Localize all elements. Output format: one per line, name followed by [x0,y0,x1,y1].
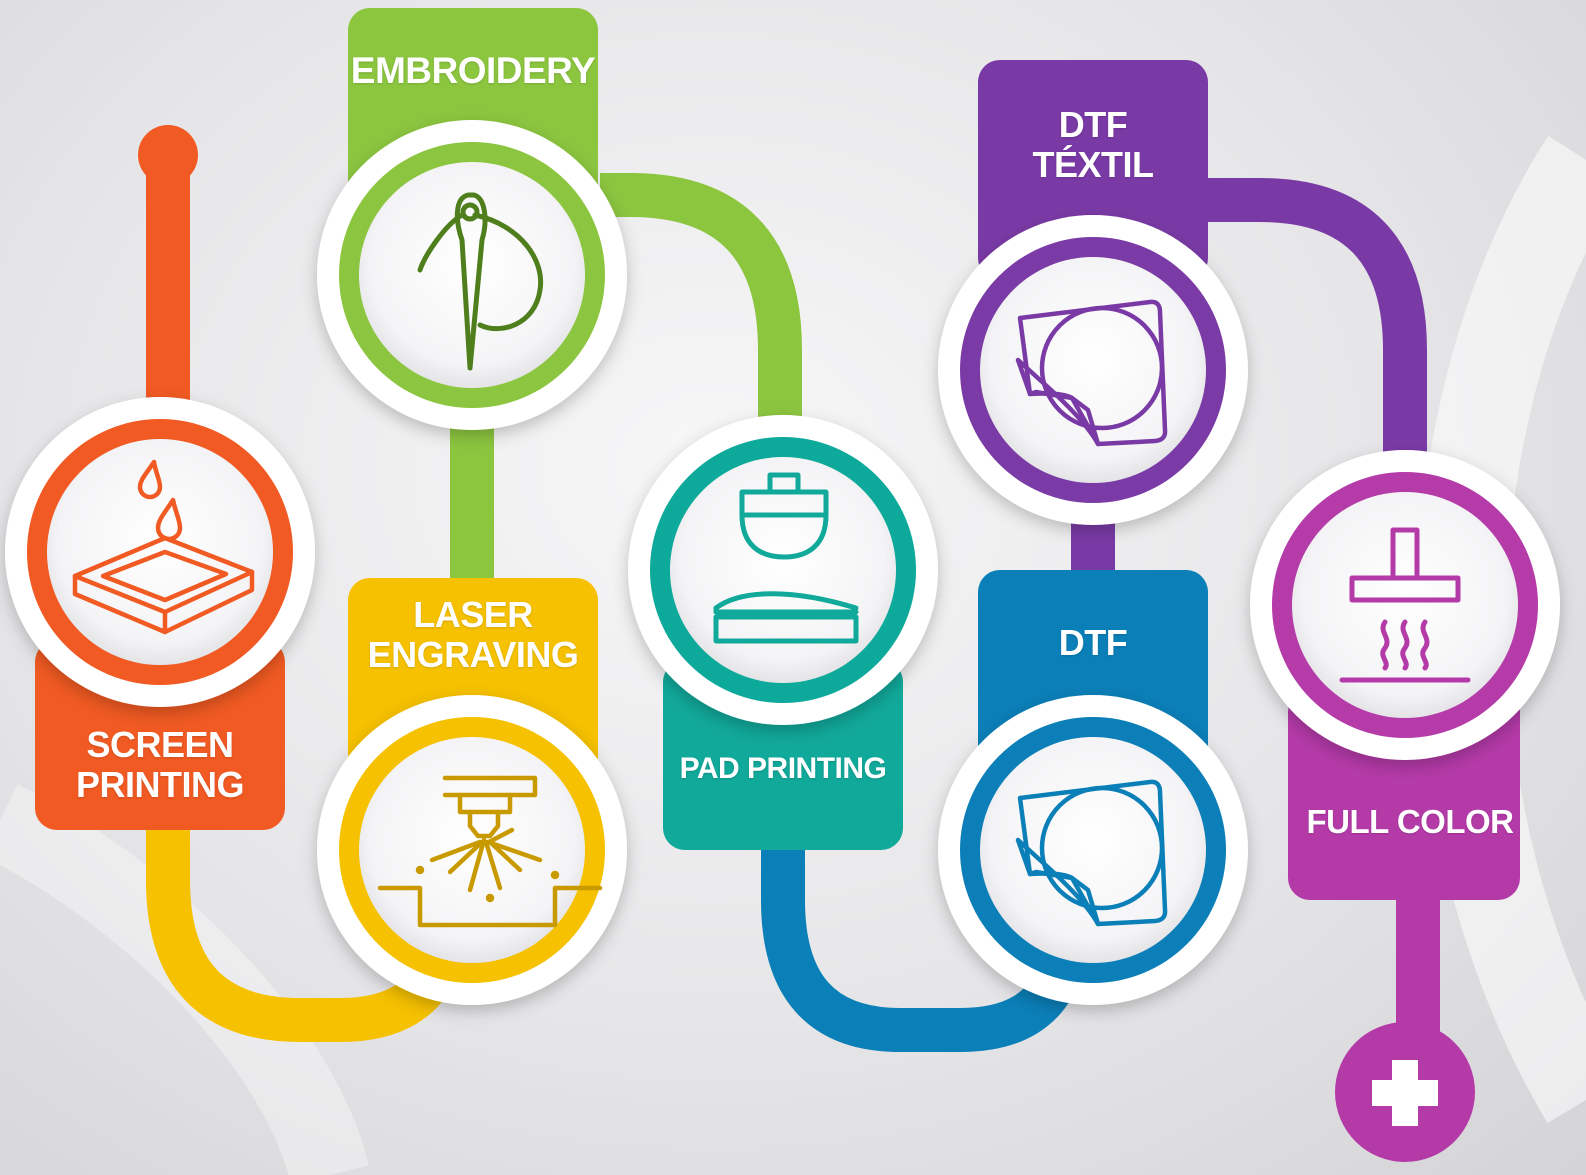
label-dtf: DTF [978,622,1208,663]
tab-dtf-textil [978,60,1208,280]
node-dtf-textil [938,215,1248,525]
needle-thread-icon [417,192,544,371]
connector-tracks [146,165,1440,1060]
laser-engraving-icon [377,775,603,928]
transfer-sticker-icon [1015,299,1168,447]
label-line: ENGRAVING [367,634,579,676]
pad-printing-icon [713,472,859,644]
label-line: EMBROIDERY [350,50,596,91]
label-dtf-textil: DTF TÉXTIL [978,104,1208,186]
label-pad-printing: PAD PRINTING [663,752,903,786]
end-marker [1335,1022,1475,1162]
plus-icon [1372,1060,1438,1126]
node-embroidery [317,120,627,430]
node-pad-printing [628,415,938,725]
label-full-color: FULL COLOR [1288,803,1532,841]
track-embroidery-to-pad [600,173,802,430]
label-line: LASER [413,594,533,635]
label-embroidery: EMBROIDERY [348,50,598,91]
label-line: SCREEN [86,724,234,765]
transfer-sticker-icon [1015,779,1168,927]
label-line: DTF [1058,622,1128,663]
label-line: FULL COLOR [1306,803,1514,840]
label-line: TÉXTIL [1032,144,1155,186]
track-pad-to-dtf [761,850,1081,1052]
node-dtf [938,695,1248,1005]
label-line: DTF [1058,104,1128,145]
label-laser-engraving: LASER ENGRAVING [348,594,598,676]
label-screen-printing: SCREEN PRINTING [35,724,285,806]
label-line: PRINTING [75,764,245,806]
start-marker [138,125,198,185]
heat-press-icon [1339,527,1471,683]
track-screen-to-laser [146,830,461,1042]
track-dtf-textil-to-full-color [1205,178,1427,470]
node-full-color [1250,450,1560,760]
label-line: PAD PRINTING [679,752,887,785]
screen-printing-icon [72,459,255,635]
